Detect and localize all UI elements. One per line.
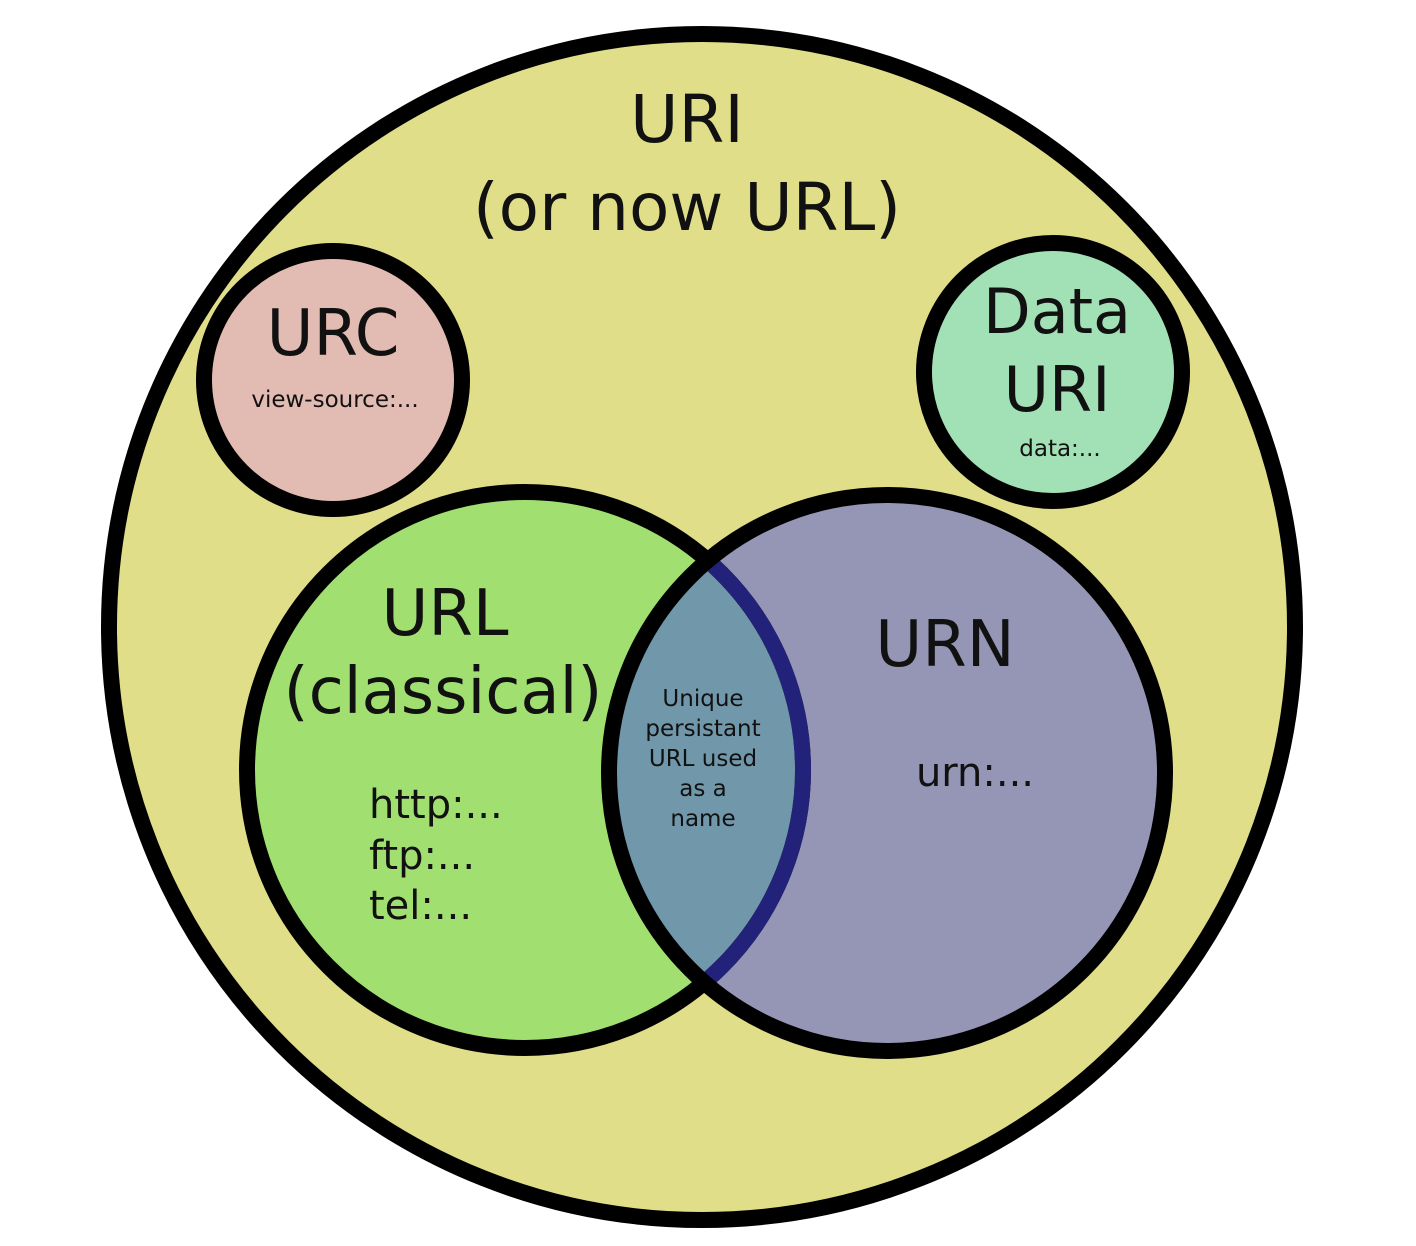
urn-title: URN — [875, 608, 1014, 682]
url-classical-title: URL — [382, 577, 509, 651]
urn-example: urn:... — [916, 750, 1034, 796]
data-uri-example: data:... — [1019, 436, 1101, 462]
overlap-lens — [609, 500, 795, 1040]
data-uri-title-line1: Data — [983, 275, 1131, 348]
uri-subtitle: (or now URL) — [473, 169, 901, 246]
overlap-line-1: Unique — [662, 686, 743, 712]
overlap-line-3: URL used — [649, 746, 757, 772]
overlap-line-5: name — [670, 806, 735, 832]
overlap-line-2: persistant — [645, 716, 760, 742]
urc-title: URC — [267, 297, 400, 371]
urn-circle-outline — [601, 487, 1173, 1059]
url-example-http: http:... — [369, 782, 503, 828]
overlap-line-4: as a — [679, 776, 726, 802]
urc-circle — [196, 243, 470, 517]
urc-example: view-source:... — [251, 387, 418, 413]
uri-title: URI — [630, 81, 744, 158]
overlap-edge — [609, 495, 811, 1051]
url-example-ftp: ftp:... — [369, 833, 475, 879]
data-uri-circle — [916, 235, 1190, 509]
url-example-tel: tel:... — [369, 883, 472, 929]
data-uri-title-line2: URI — [1004, 353, 1111, 426]
url-classical-subtitle: (classical) — [284, 655, 603, 729]
